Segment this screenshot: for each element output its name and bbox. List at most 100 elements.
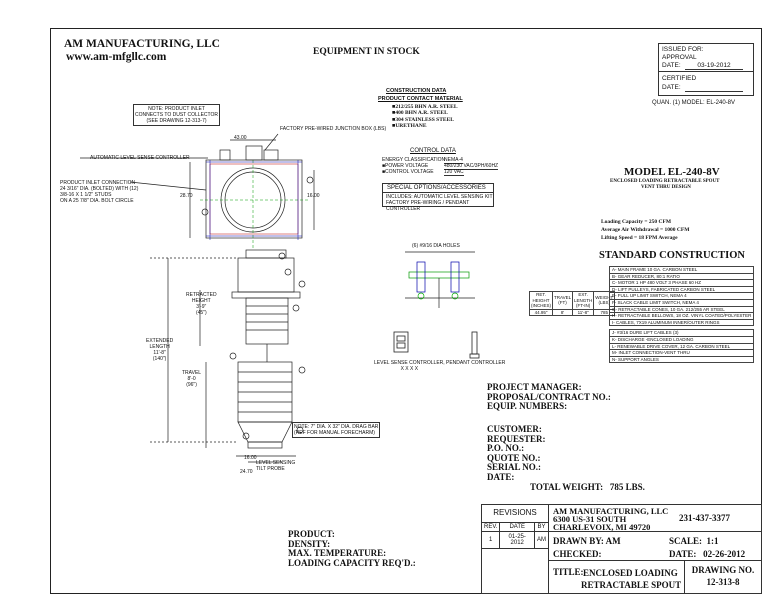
- project-manager-label: PROJECT MANAGER:: [487, 382, 582, 392]
- special-divider: [383, 192, 493, 193]
- tb-checked: CHECKED:: [553, 549, 602, 559]
- company-website: www.am-mfgllc.com: [66, 51, 167, 63]
- standard-item: D- LIFT PULLEYS, FABRICATED CARBON STEEL: [608, 285, 755, 294]
- total-weight: TOTAL WEIGHT: 785 LBS.: [530, 482, 645, 492]
- standard-table: A- MAIN FRAME 10 GA. CARBON STEEL B- GEA…: [608, 266, 755, 364]
- spec-cell: 11'-8": [572, 308, 595, 316]
- note-inlet: NOTE: PRODUCT INLET CONNECTS TO DUST COL…: [133, 104, 220, 126]
- tb-drawn-by: DRAWN BY: AM: [553, 536, 621, 546]
- control-value: 120 VAC: [444, 169, 464, 176]
- approval-date-label: DATE:: [662, 62, 681, 69]
- construction-list: ■212/255 BHN A.R. STEEL ■400 BHN A.R. ST…: [392, 104, 458, 130]
- spec-header-cell: EXT. LENGTH (FT-IN): [572, 291, 595, 310]
- special-item: INCLUDES: AUTOMATIC LEVEL SENSING KIT: [386, 194, 493, 200]
- inlet-conn-line: PRODUCT INLET CONNECTION: [60, 180, 136, 186]
- rev-header-cell: BY: [534, 522, 549, 532]
- date-label: DATE:: [487, 471, 515, 482]
- inlet-conn-line: 3/8-16 X 1 1/2" STUDS: [60, 192, 112, 198]
- control-value: 480/230 VAC/3PH/60HZ: [444, 163, 499, 170]
- proposal-label: PROPOSAL/CONTRACT NO.:: [487, 391, 611, 402]
- level-controller-line: X X X X: [400, 366, 419, 372]
- capacity-req-label: LOADING CAPACITY REQ'D.:: [288, 557, 416, 568]
- dim-16-00: 16.00: [307, 193, 320, 199]
- title-block-title: TITLE: ENCLOSED LOADING RETRACTABLE SPOU…: [548, 560, 685, 594]
- factory-junction-label: FACTORY PRE-WIRED JUNCTION BOX (LBS): [280, 126, 387, 132]
- rev-header-cell: REV.: [480, 522, 501, 532]
- dim-16-00-bottom: 16.00: [244, 455, 257, 461]
- level-controller-label: LEVEL SENSE CONTROLLER, X X X X: [374, 360, 445, 372]
- sheet-title: EQUIPMENT IN STOCK: [313, 47, 420, 57]
- product-block: PRODUCT: DENSITY: MAX. TEMPERATURE: LOAD…: [288, 529, 416, 568]
- tb-date: DATE: 02-26-2012: [669, 549, 746, 559]
- construction-title: CONSTRUCTION DATA: [386, 88, 447, 94]
- standard-item: A- MAIN FRAME 10 GA. CARBON STEEL: [608, 266, 755, 274]
- control-label: ■CONTROL VOLTAGE: [382, 169, 434, 175]
- construction-item: ■400 BHN A.R. STEEL: [392, 110, 448, 117]
- revisions-title: REVISIONS: [493, 508, 537, 517]
- control-title: CONTROL DATA: [410, 148, 456, 154]
- revisions-header: REV. DATE BY: [480, 522, 549, 532]
- construction-item: ■URETHANE: [392, 123, 427, 130]
- title-block-drawing-no: DRAWING NO. 12-313-8: [684, 560, 762, 594]
- revisions-table: REV. DATE BY 1 01-25-2012 AM: [480, 522, 549, 549]
- discharge-note-line: (REF FOR MANUAL FORECHARM): [294, 430, 375, 436]
- rev-header-cell: DATE: [499, 522, 535, 532]
- spec-cell: 8': [551, 308, 574, 316]
- special-options-box: SPECIAL OPTIONS/ACCESSORIES INCLUDES: AU…: [382, 183, 494, 212]
- extended-line: 11'-8": [153, 350, 166, 356]
- extended-line: (140"): [152, 356, 167, 362]
- approval-date-value: 03-19-2012: [685, 62, 743, 70]
- standard-item: K- DISCHARGE -ENCLOSED LOADING: [608, 335, 755, 344]
- model-line2: VENT THRU DESIGN: [641, 185, 691, 190]
- controller-icons: [393, 331, 480, 359]
- quan-model: QUAN. (1) MODEL: EL-240-8V: [652, 100, 736, 106]
- standard-item: M- INLET CONNECTION-VENT THRU: [608, 349, 755, 357]
- retracted-line: (45"): [195, 310, 207, 316]
- note-inlet-line: CONNECTS TO DUST COLLECTOR: [135, 112, 218, 118]
- tb-scale: SCALE: 1:1: [669, 536, 719, 546]
- loading-capacity: Loading Capacity = 250 CFM: [601, 219, 672, 225]
- standard-title: STANDARD CONSTRUCTION: [599, 250, 745, 261]
- construction-subtitle: PRODUCT CONTACT MATERIAL: [378, 96, 463, 102]
- dim-28-70: 28.70: [180, 193, 193, 199]
- standard-item: H- RETRACTABLE BELLOWS, 18 OZ. VINYL COA…: [608, 312, 755, 320]
- issued-box: ISSUED FOR: APPROVAL DATE: 03-19-2012 CE…: [658, 43, 754, 96]
- density-label: DENSITY:: [288, 538, 331, 549]
- lifting-speed: Lifting Speed = 18 FPM Average: [601, 235, 678, 241]
- level-controller-line: LEVEL SENSE CONTROLLER,: [374, 360, 445, 366]
- po-label: P.O. NO.:: [487, 443, 525, 453]
- inlet-conn-line: 24 3/16" DIA. (BOLTED) WITH (12): [60, 186, 139, 192]
- tb-title-line: RETRACTABLE SPOUT: [581, 580, 682, 590]
- tb-phone: 231-437-3377: [679, 513, 730, 523]
- construction-item: ■304 STAINLESS STEEL: [392, 116, 454, 123]
- note-inlet-line: NOTE: PRODUCT INLET: [148, 106, 205, 112]
- requester-label: REQUESTER:: [487, 433, 546, 444]
- approval-label: APPROVAL: [662, 54, 697, 61]
- travel-line: (96"): [186, 382, 197, 388]
- certified-label: CERTIFIED: [662, 75, 697, 82]
- equip-numbers-label: EQUIP. NUMBERS:: [487, 401, 568, 411]
- tb-address-line: 6300 US-31 SOUTH: [553, 514, 627, 524]
- tb-company-name: AM MANUFACTURING, LLC: [553, 506, 669, 516]
- certified-date-label: DATE:: [662, 84, 681, 91]
- serial-label: SERIAL NO.:: [487, 462, 542, 472]
- control-value: NEMA-4: [444, 157, 463, 164]
- extended-line: EXTENDED: [146, 338, 174, 344]
- model-title: MODEL EL-240-8V: [624, 166, 720, 178]
- customer-block: CUSTOMER: REQUESTER: P.O. NO.: QUOTE NO.…: [487, 424, 546, 482]
- special-title: SPECIAL OPTIONS/ACCESSORIES: [387, 185, 486, 191]
- rev-cell: AM: [534, 531, 549, 549]
- company-name: AM MANUFACTURING, LLC: [64, 38, 220, 50]
- extended-label: EXTENDED LENGTH 11'-8" (140"): [146, 338, 173, 362]
- tb-address: AM MANUFACTURING, LLC 6300 US-31 SOUTH C…: [553, 506, 669, 532]
- discharge-note: NOTE: 7" DIA. X 32" DIA. DRAG BAR (REF F…: [292, 422, 381, 438]
- specs-block: Loading Capacity = 250 CFM Average Air W…: [601, 218, 689, 242]
- tb-drawing-no: 12-313-8: [706, 577, 740, 587]
- standard-item: B- GEAR REDUCER, 80:1 RATIO: [608, 272, 755, 281]
- tb-title-line: ENCLOSED LOADING: [583, 568, 678, 578]
- title-block-company: AM MANUFACTURING, LLC 6300 US-31 SOUTH C…: [548, 504, 762, 532]
- control-label: ■POWER VOLTAGE: [382, 163, 429, 169]
- product-label: PRODUCT:: [288, 529, 335, 539]
- travel-label: TRAVEL 8'-0 (96"): [182, 370, 201, 388]
- dim-43-00: 43.00: [234, 135, 247, 141]
